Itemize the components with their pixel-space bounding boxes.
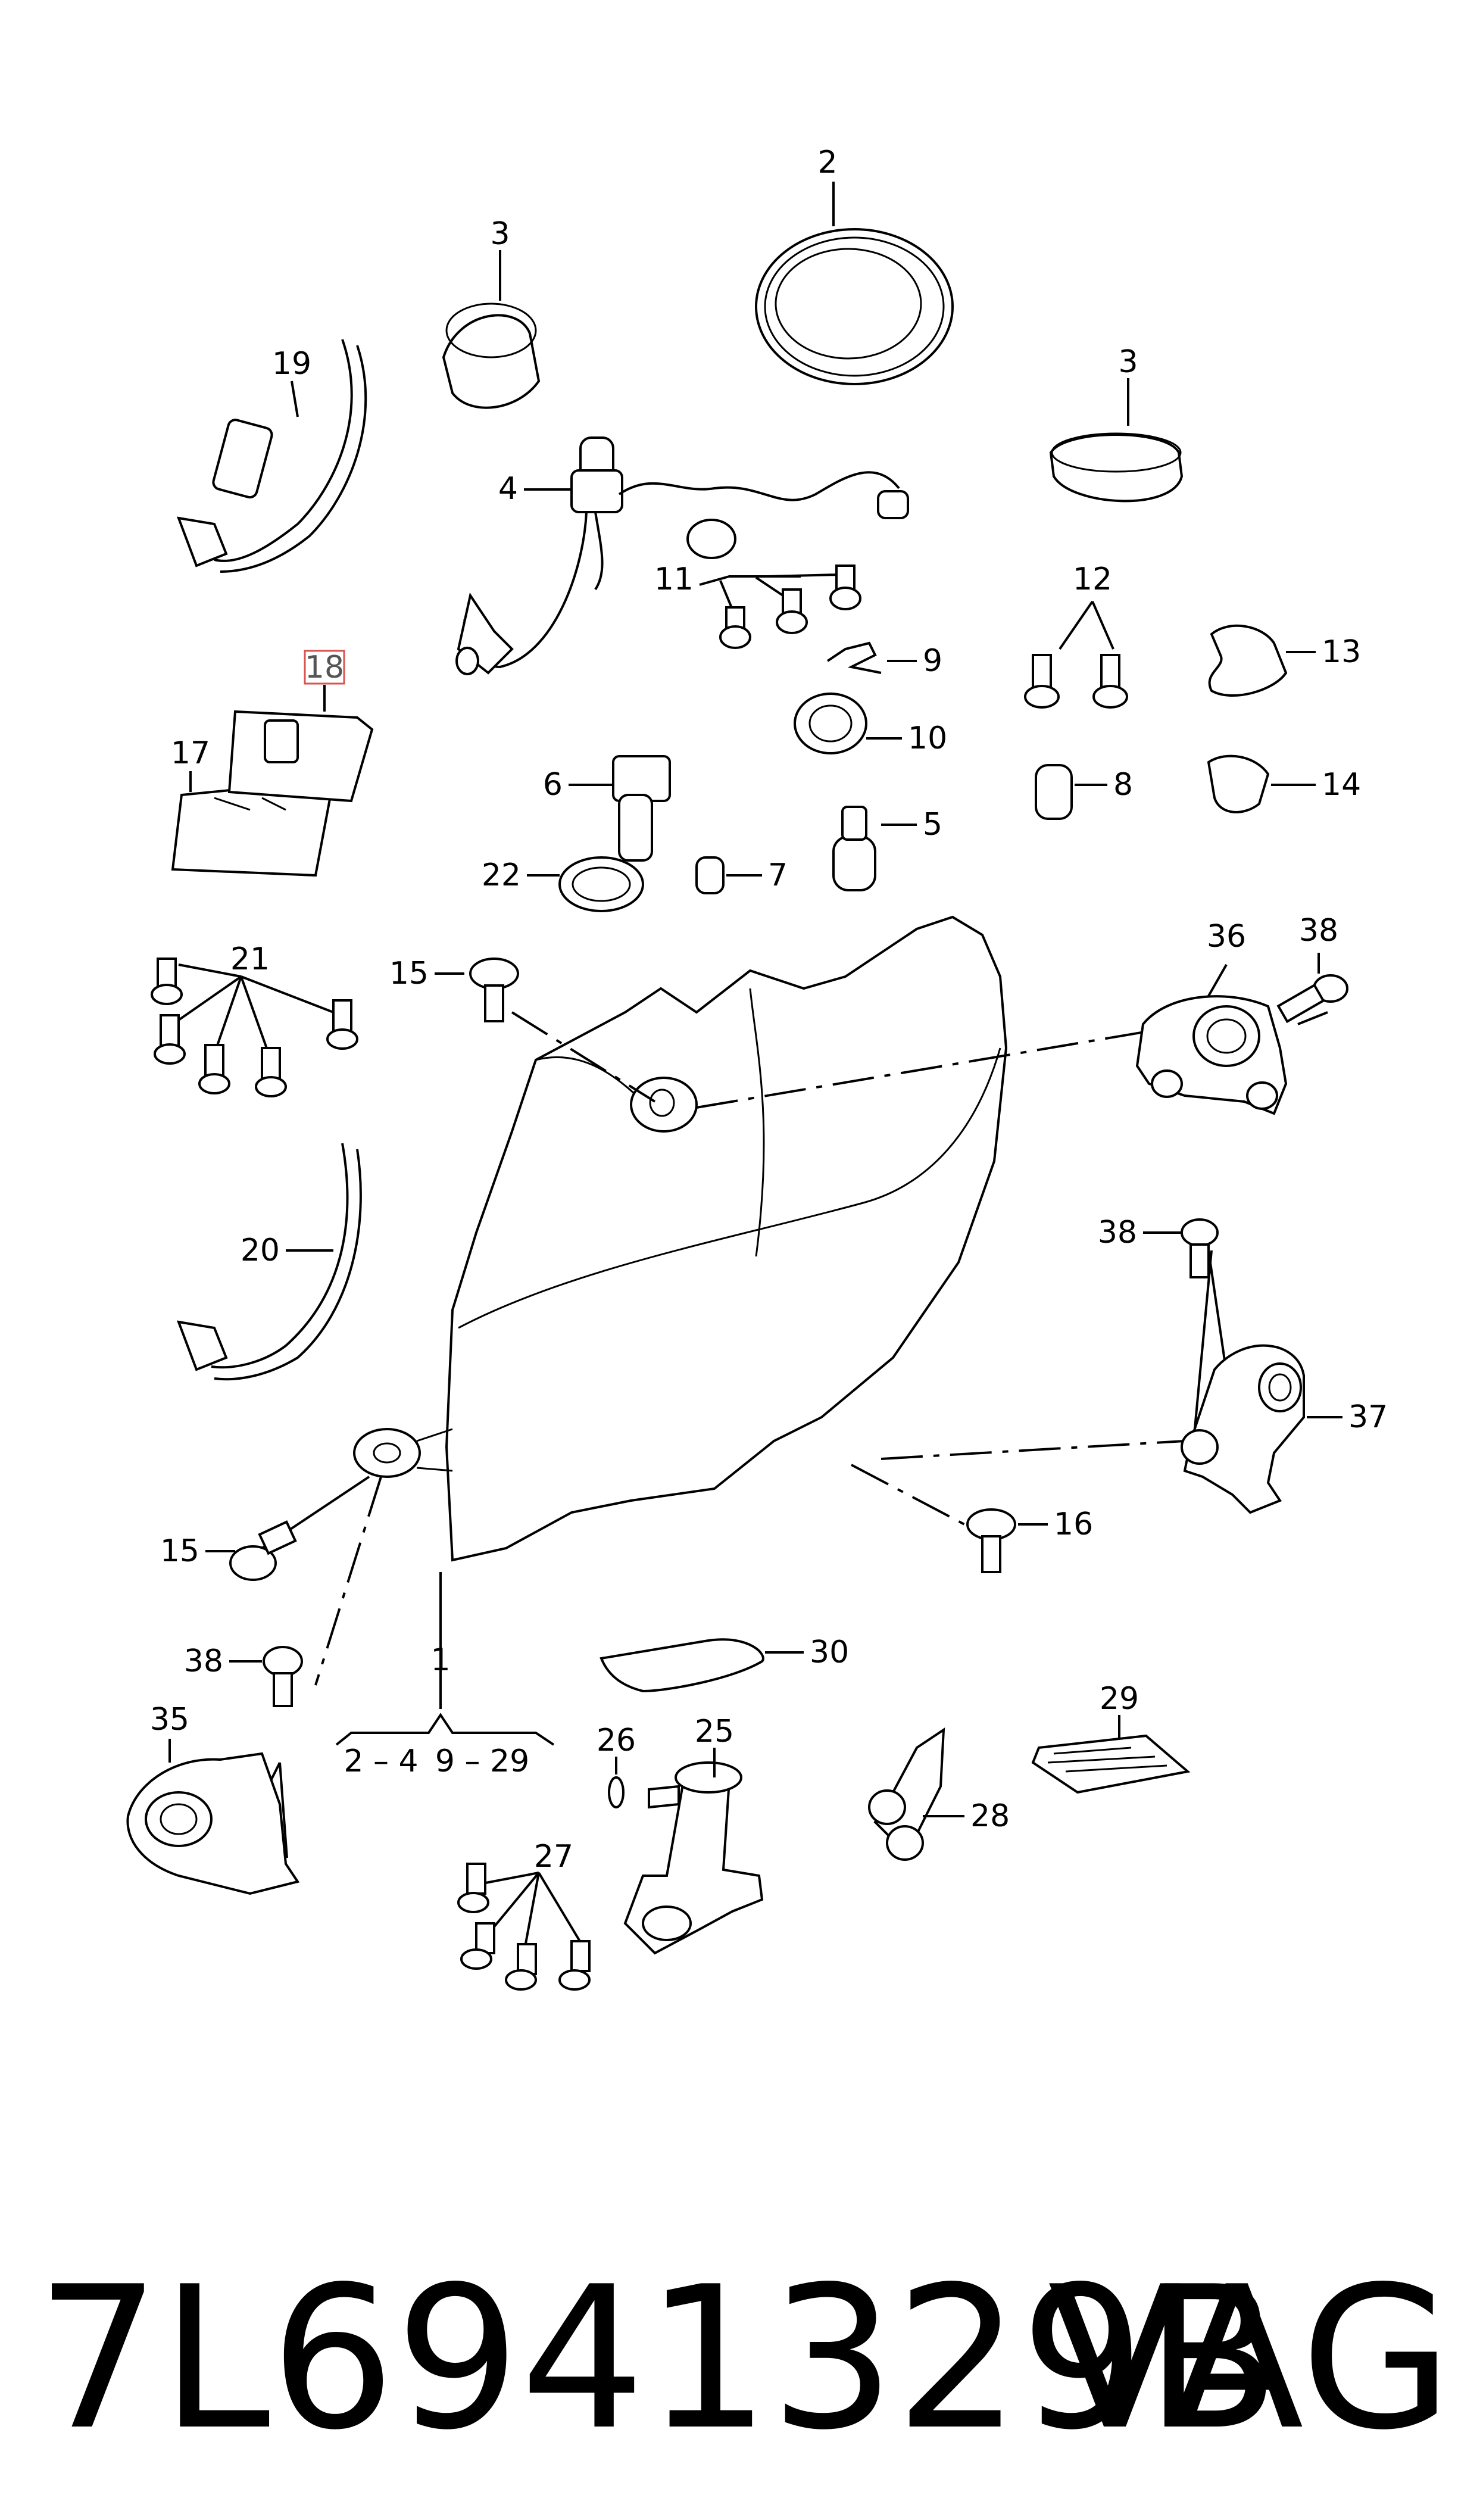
- callout-6: 6: [543, 767, 563, 803]
- callout-25: 25: [695, 1714, 734, 1749]
- part-10-cap: [794, 693, 902, 754]
- callout-37: 37: [1348, 1399, 1388, 1435]
- part-19-strap: [176, 339, 367, 573]
- callout-11: 11: [654, 562, 694, 597]
- range-label-right: 9 – 29: [435, 1744, 529, 1779]
- callout-7: 7: [768, 857, 788, 893]
- part-26-o-ring: [608, 1757, 625, 1808]
- part-37-bracket: [1181, 1344, 1342, 1514]
- part-25-nozzle: [623, 1748, 764, 1955]
- part-22-ring: [527, 856, 644, 912]
- callout-35: 35: [150, 1702, 189, 1738]
- range-label-left: 2 – 4: [344, 1744, 418, 1779]
- part-14-cap: [1207, 754, 1316, 813]
- part-5-bulb: [832, 806, 917, 891]
- headlight-housing: [353, 915, 1008, 1562]
- part-3-ring-right: [1049, 378, 1184, 503]
- highlight-box: [304, 650, 345, 685]
- callout-26: 26: [597, 1723, 636, 1758]
- callout-20: 20: [241, 1233, 280, 1268]
- callout-14: 14: [1322, 767, 1361, 803]
- callout-8: 8: [1113, 767, 1133, 803]
- callout-labels: 1 2 3 3 4 5 6 7 8 9 10 11 12 13 14 15 15…: [150, 145, 1388, 1875]
- brand-name: VAG: [1048, 2244, 1453, 2473]
- part-11-screws: [699, 564, 861, 649]
- callout-5: 5: [923, 807, 942, 843]
- callout-18: 18: [305, 650, 344, 685]
- part-38-screw-top: [1276, 953, 1348, 1024]
- part-28-bracket: [868, 1727, 964, 1861]
- callout-4: 4: [498, 471, 518, 507]
- screw-11b: [776, 588, 808, 634]
- callout-36: 36: [1207, 919, 1246, 955]
- callout-2: 2: [817, 145, 837, 180]
- callout-38-top: 38: [1299, 913, 1338, 949]
- callout-29: 29: [1100, 1681, 1139, 1717]
- callout-3-left: 3: [490, 216, 510, 252]
- callout-12: 12: [1073, 562, 1112, 597]
- part-27-screws: [457, 1863, 591, 1991]
- callout-9: 9: [923, 643, 942, 679]
- callout-17: 17: [171, 735, 210, 771]
- callout-38-middle: 38: [1098, 1215, 1137, 1250]
- callout-27: 27: [534, 1839, 573, 1875]
- callout-38-bottom: 38: [184, 1643, 223, 1679]
- part-15-screw-top: [435, 958, 519, 1022]
- part-18-control-module: [227, 650, 374, 803]
- part-2-ring: [755, 182, 954, 385]
- part-13-cap: [1208, 624, 1316, 697]
- callout-28: 28: [970, 1798, 1010, 1834]
- part-3-ring-left: [442, 250, 541, 409]
- part-38-screw-middle: [1143, 1218, 1219, 1278]
- screw-11a: [719, 606, 751, 649]
- part-9-clip: [826, 641, 917, 674]
- part-4-bulb-harness: [455, 436, 909, 675]
- part-20-strap: [176, 1143, 362, 1381]
- part-15-screw-bottom: [205, 1520, 297, 1581]
- callout-16: 16: [1054, 1507, 1093, 1542]
- callout-3-right: 3: [1118, 344, 1138, 380]
- callout-19: 19: [272, 346, 311, 382]
- part-38-screw-bottom: [229, 1646, 303, 1707]
- part-35-bracket: [126, 1739, 300, 1895]
- callout-22: 22: [482, 857, 521, 893]
- part-number: 7L6941329B: [36, 2244, 1280, 2473]
- part-8-bulb: [1035, 764, 1107, 820]
- part-21-screws: [151, 958, 358, 1097]
- part-29-cover: [1031, 1715, 1191, 1794]
- callout-30: 30: [810, 1635, 849, 1670]
- part-30-cap: [600, 1638, 804, 1693]
- part-7-small-bulb: [695, 856, 762, 894]
- callout-15-top: 15: [389, 956, 429, 991]
- part-16-screw: [966, 1508, 1048, 1573]
- callout-13: 13: [1322, 634, 1361, 670]
- part-12-screws: [1024, 600, 1128, 709]
- callout-1: 1: [430, 1642, 450, 1678]
- screw-11c: [829, 564, 861, 610]
- callout-21: 21: [230, 941, 270, 977]
- callout-10: 10: [908, 721, 947, 756]
- part-6-socket: [569, 755, 671, 862]
- callout-15-bottom: 15: [160, 1533, 199, 1569]
- part-36-bracket: [1135, 995, 1288, 1115]
